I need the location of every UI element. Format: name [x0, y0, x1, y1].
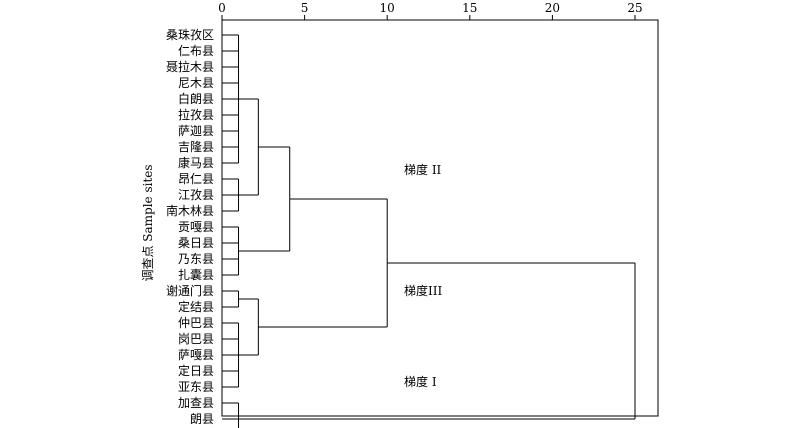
site-label: 亚东县 — [178, 380, 214, 394]
site-label: 定日县 — [178, 363, 214, 378]
site-label: 仲巴县 — [178, 316, 214, 330]
gradient-label: 梯度 II — [404, 162, 442, 177]
gradient-label: 梯度III — [404, 283, 442, 298]
site-label: 桑珠孜区 — [166, 28, 214, 42]
tick-label: 5 — [301, 1, 309, 15]
site-label: 扎囊县 — [178, 267, 214, 282]
site-label: 南木林县 — [166, 203, 214, 218]
gradient-label: 梯度 I — [404, 374, 437, 389]
site-label: 萨嘎县 — [178, 348, 214, 362]
gradient-labels: 梯度 II 梯度III 梯度 I — [404, 162, 442, 389]
site-label: 昂仁县 — [178, 172, 214, 186]
site-label: 萨迦县 — [178, 124, 214, 138]
tick-label: 10 — [380, 1, 395, 15]
site-label: 白朗县 — [178, 91, 214, 106]
cluster-links — [222, 34, 636, 428]
plot-frame — [221, 19, 659, 417]
site-label: 拉孜县 — [178, 107, 214, 122]
site-label: 贡嘎县 — [178, 220, 214, 234]
site-label: 仁布县 — [178, 44, 214, 58]
site-label: 尼木县 — [178, 76, 214, 90]
site-label: 加查县 — [178, 396, 214, 410]
site-label: 康马县 — [178, 155, 214, 170]
tick-label: 0 — [218, 1, 226, 15]
tick-label: 20 — [545, 1, 560, 15]
site-label: 定结县 — [178, 299, 214, 314]
site-label: 朗县 — [190, 412, 214, 426]
tick-label: 25 — [627, 1, 642, 15]
x-axis-ticks: 0 5 10 15 20 25 — [218, 1, 643, 20]
site-label: 吉隆县 — [178, 139, 214, 154]
site-labels: 桑珠孜区仁布县聂拉木县尼木县白朗县拉孜县萨迦县吉隆县康马县昂仁县江孜县南木林县贡… — [166, 28, 214, 426]
site-label: 江孜县 — [178, 188, 214, 202]
tick-label: 15 — [462, 1, 477, 15]
site-label: 桑日县 — [178, 236, 214, 250]
site-label: 岗巴县 — [178, 332, 214, 346]
y-axis-label: 调查点 Sample sites — [141, 164, 155, 281]
site-label: 聂拉木县 — [166, 59, 214, 74]
site-label: 乃东县 — [178, 252, 214, 266]
site-label: 谢通门县 — [166, 283, 214, 298]
